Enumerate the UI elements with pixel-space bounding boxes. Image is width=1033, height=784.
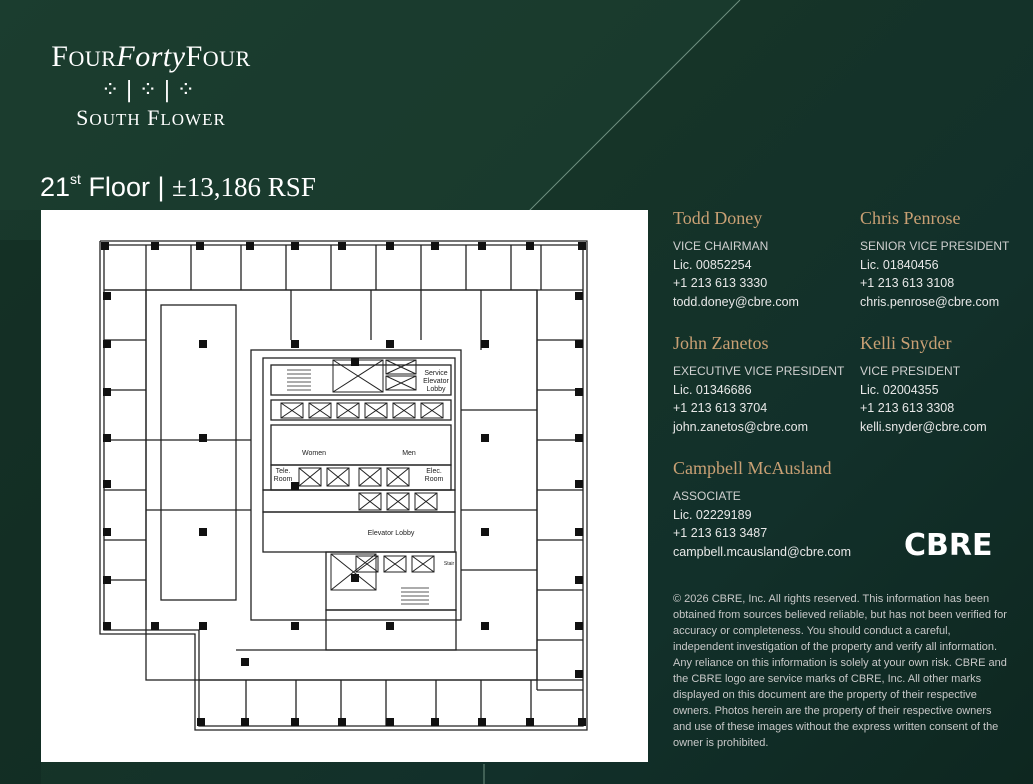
logo-dot-marks: ⁘|⁘|⁘ (100, 78, 202, 103)
floor-plan: Service Elevator Lobby Women Men Tele. R… (41, 210, 648, 762)
contact-title: ASSOCIATE (673, 489, 741, 503)
logo-letters: OUR (68, 46, 117, 71)
contact-phone[interactable]: +1 213 613 3108 (860, 276, 955, 291)
logo-street: SOUTH FLOWER (46, 105, 256, 131)
plan-label-service-elevator: Elevator (423, 378, 449, 385)
contact-card: Campbell McAusland ASSOCIATE Lic. 022291… (673, 458, 852, 561)
property-logo: FOURFortyFOUR ⁘|⁘|⁘ SOUTH FLOWER (46, 40, 256, 131)
contact-title: VICE CHAIRMAN (673, 239, 769, 253)
plan-label-tele-room: Room (274, 476, 293, 483)
plan-label-women: Women (302, 450, 326, 457)
contact-phone[interactable]: +1 213 613 3330 (673, 276, 768, 291)
contact-email[interactable]: campbell.mcausland@cbre.com (673, 544, 852, 559)
floor-rsf: ±13,186 RSF (171, 172, 316, 202)
contact-license: Lic. 00852254 (673, 257, 752, 272)
contact-card: Chris Penrose SENIOR VICE PRESIDENT Lic.… (860, 208, 1030, 311)
contact-name: Chris Penrose (860, 208, 961, 228)
contact-name: John Zanetos (673, 333, 769, 353)
legal-disclaimer: © 2026 CBRE, Inc. All rights reserved. T… (673, 593, 1007, 749)
contact-license: Lic. 02229189 (673, 507, 752, 522)
structural-columns (101, 242, 586, 726)
logo-letters: OUTH (89, 110, 141, 129)
plan-label-tele: Tele. (276, 468, 291, 475)
logo-letters: OUR (202, 46, 251, 71)
floor-title: 21st Floor | ±13,186 RSF (40, 171, 316, 203)
logo-letters: LOWER (160, 110, 226, 129)
contact-card: John Zanetos EXECUTIVE VICE PRESIDENT Li… (673, 333, 845, 436)
contact-email[interactable]: john.zanetos@cbre.com (673, 419, 808, 434)
contact-card: Todd Doney VICE CHAIRMAN Lic. 00852254 +… (673, 208, 843, 311)
logo-letter: S (76, 105, 90, 130)
cbre-logo: CBRE (904, 528, 993, 563)
logo-wordmark: FOURFortyFOUR (46, 40, 256, 74)
plan-label-men: Men (402, 450, 416, 457)
plan-label-stair: Stair (444, 561, 455, 567)
floor-label: Floor | (80, 172, 172, 202)
contact-name: Kelli Snyder (860, 333, 952, 353)
contact-phone[interactable]: +1 213 613 3704 (673, 401, 768, 416)
contact-email[interactable]: todd.doney@cbre.com (673, 294, 799, 309)
floor-suffix: st (70, 171, 81, 187)
logo-italic: Forty (116, 40, 186, 73)
plan-label-elec: Elec. (426, 468, 442, 475)
contact-name: Campbell McAusland (673, 458, 832, 478)
contact-title: SENIOR VICE PRESIDENT (860, 239, 1010, 253)
logo-letter: F (185, 40, 203, 73)
plan-label-elec-room: Room (425, 476, 444, 483)
contact-name: Todd Doney (673, 208, 763, 228)
contact-phone[interactable]: +1 213 613 3487 (673, 526, 768, 541)
contact-license: Lic. 01840456 (860, 257, 939, 272)
plan-label-elevator-lobby: Elevator Lobby (368, 530, 415, 537)
logo-letter: F (51, 40, 69, 73)
contact-email[interactable]: kelli.snyder@cbre.com (860, 419, 987, 434)
contact-title: VICE PRESIDENT (860, 364, 961, 378)
plan-label-service: Service (424, 370, 447, 377)
contact-license: Lic. 01346686 (673, 382, 752, 397)
contact-phone[interactable]: +1 213 613 3308 (860, 401, 955, 416)
contact-email[interactable]: chris.penrose@cbre.com (860, 294, 1000, 309)
floor-plan-drawing: Service Elevator Lobby Women Men Tele. R… (99, 240, 588, 731)
contact-title: EXECUTIVE VICE PRESIDENT (673, 364, 845, 378)
contact-license: Lic. 02004355 (860, 382, 939, 397)
contact-card: Kelli Snyder VICE PRESIDENT Lic. 0200435… (860, 333, 1030, 436)
logo-letter: F (140, 105, 161, 130)
floor-number: 21 (40, 172, 71, 202)
plan-label-service-lobby: Lobby (426, 386, 446, 393)
